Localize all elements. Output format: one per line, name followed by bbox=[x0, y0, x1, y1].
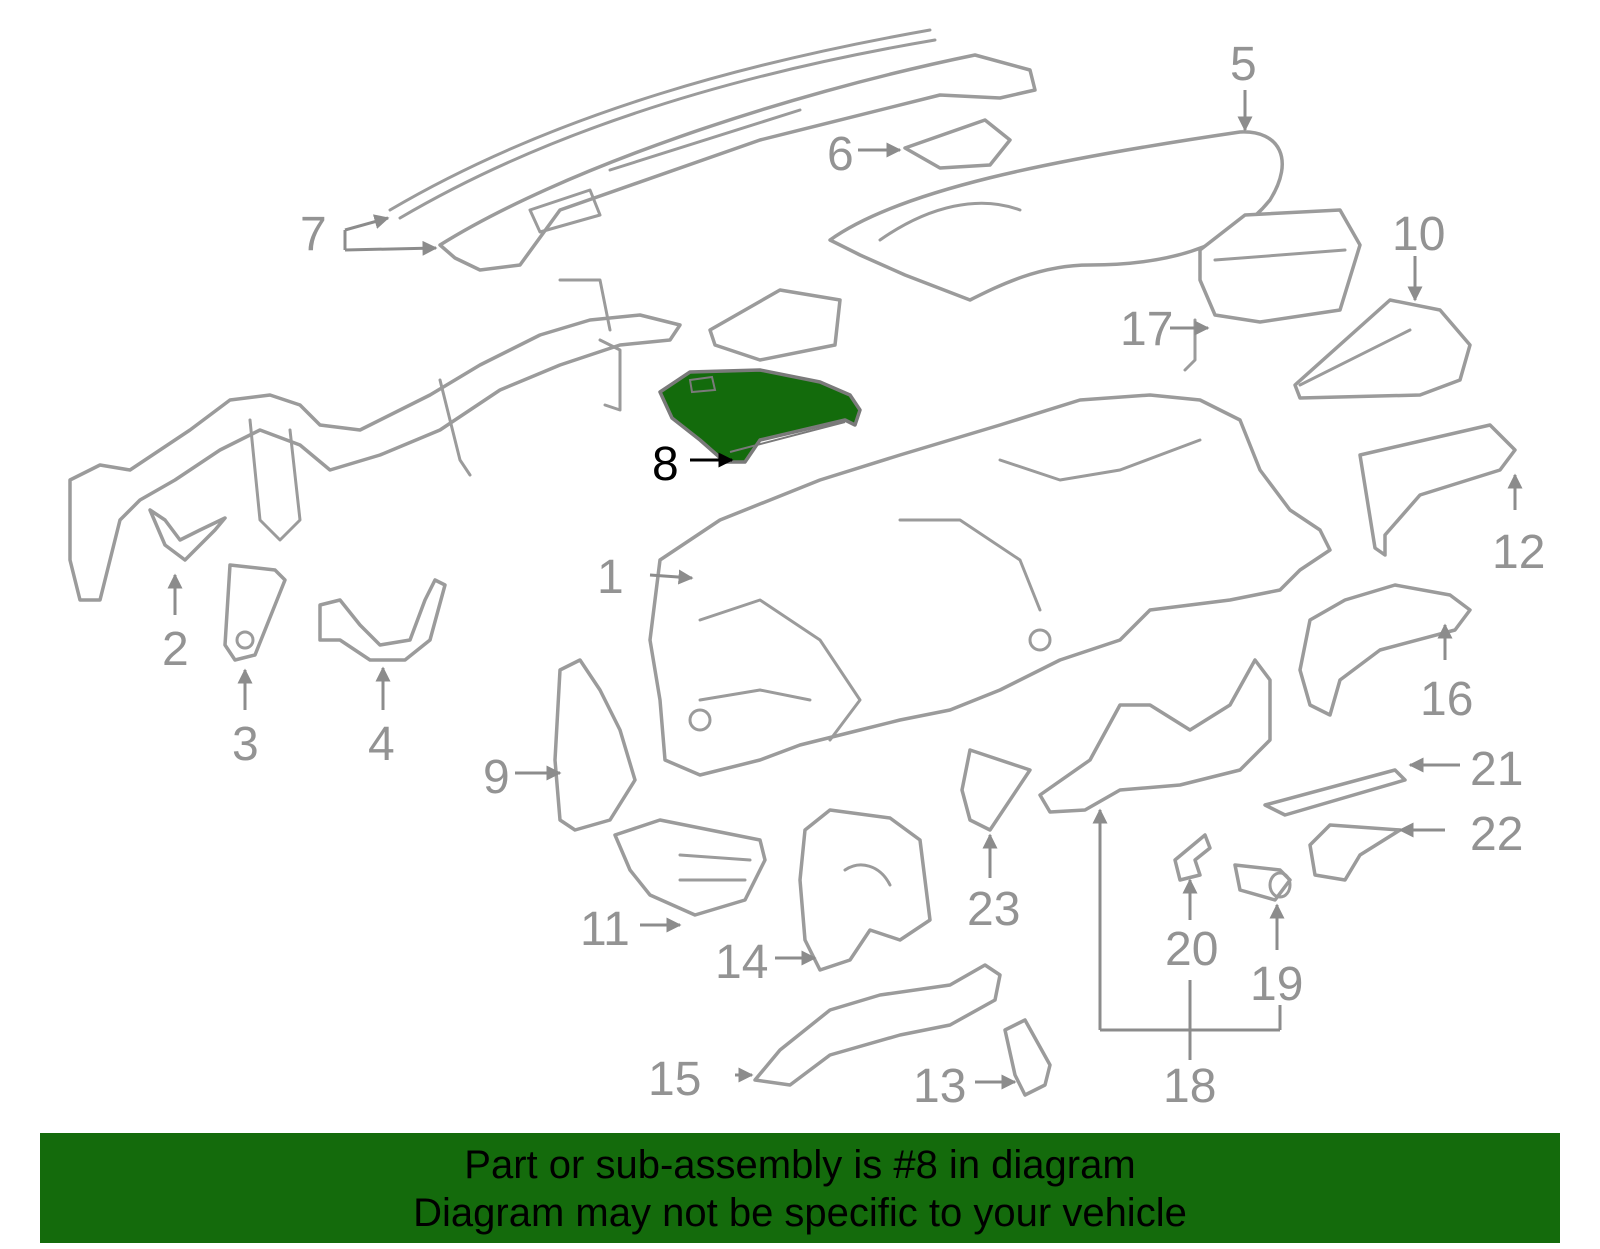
callout-1: 1 bbox=[597, 551, 624, 604]
callout-6: 6 bbox=[827, 128, 854, 181]
part-1-instrument-panel[interactable] bbox=[648, 393, 1332, 777]
part-3-brace[interactable] bbox=[223, 563, 287, 662]
part-18-knee-bolster[interactable] bbox=[1038, 658, 1272, 814]
callout-11: 11 bbox=[580, 903, 630, 956]
banner-line-1: Part or sub-assembly is #8 in diagram bbox=[464, 1143, 1136, 1187]
callout-9: 9 bbox=[483, 751, 510, 804]
banner-line-2: Diagram may not be specific to your vehi… bbox=[413, 1191, 1187, 1235]
info-banner: Part or sub-assembly is #8 in diagram Di… bbox=[40, 1133, 1560, 1243]
part-19-socket[interactable] bbox=[1233, 863, 1292, 902]
part-13-small-trim[interactable] bbox=[1003, 1018, 1052, 1097]
callout-numbers: 1 2 3 4 5 6 7 8 9 10 11 12 13 14 15 16 1… bbox=[162, 38, 1545, 1113]
callout-13: 13 bbox=[913, 1060, 966, 1113]
part-10-vent-trim[interactable] bbox=[1293, 298, 1472, 400]
part-7-defroster-grille[interactable] bbox=[388, 28, 1037, 272]
callout-15: 15 bbox=[648, 1053, 701, 1106]
callout-5: 5 bbox=[1230, 38, 1257, 91]
callout-4: 4 bbox=[368, 718, 395, 771]
part-2-bracket[interactable] bbox=[148, 508, 227, 562]
part-9-end-cap[interactable] bbox=[553, 658, 637, 832]
callout-19: 19 bbox=[1250, 958, 1303, 1011]
part-23-panel[interactable] bbox=[960, 748, 1032, 832]
part-11-center-vent[interactable] bbox=[613, 818, 767, 917]
part-20-clip[interactable] bbox=[1173, 833, 1212, 882]
part-16-bracket[interactable] bbox=[1298, 583, 1472, 717]
callout-20: 20 bbox=[1165, 923, 1218, 976]
part-14-column-cover[interactable] bbox=[798, 808, 932, 972]
part-15-lower-trim[interactable] bbox=[753, 963, 1002, 1087]
callout-23: 23 bbox=[967, 883, 1020, 936]
callout-22: 22 bbox=[1470, 808, 1523, 861]
callout-17: 17 bbox=[1120, 303, 1173, 356]
callout-2: 2 bbox=[162, 623, 189, 676]
part-6-cover[interactable] bbox=[903, 118, 1012, 170]
part-17-airbag[interactable] bbox=[1183, 208, 1362, 372]
callout-16: 16 bbox=[1420, 673, 1473, 726]
callout-7: 7 bbox=[300, 208, 327, 261]
part-cross-car-beam[interactable] bbox=[68, 278, 682, 602]
exploded-parts-diagram: 1 2 3 4 5 6 7 8 9 10 11 12 13 14 15 16 1… bbox=[68, 28, 1545, 1113]
callout-18: 18 bbox=[1163, 1060, 1216, 1113]
part-5-upper-pad[interactable] bbox=[708, 130, 1284, 362]
callout-10: 10 bbox=[1392, 208, 1445, 261]
callout-12: 12 bbox=[1492, 526, 1545, 579]
part-21-trim-strip[interactable] bbox=[1263, 768, 1407, 817]
callout-14: 14 bbox=[715, 936, 768, 989]
part-22-switch[interactable] bbox=[1308, 823, 1402, 882]
part-12-side-trim[interactable] bbox=[1358, 423, 1517, 557]
leader-lines bbox=[167, 90, 1523, 1090]
callout-3: 3 bbox=[232, 718, 259, 771]
part-4-support[interactable] bbox=[318, 578, 447, 662]
callout-21: 21 bbox=[1470, 743, 1523, 796]
callout-8: 8 bbox=[652, 438, 679, 491]
part-8-highlighted-cover[interactable] bbox=[658, 368, 862, 464]
